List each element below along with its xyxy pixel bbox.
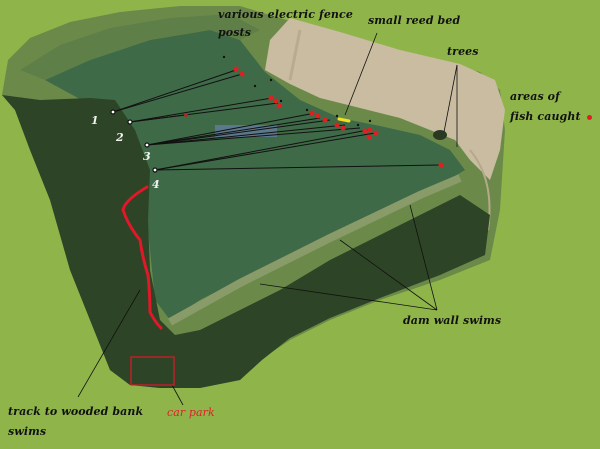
swim-number-1: 1: [91, 114, 99, 127]
label-trees: trees: [447, 45, 479, 58]
fish-caught-markers: [184, 66, 444, 168]
car-park-box: [130, 356, 175, 386]
label-fish-caught: fish caught: [510, 110, 592, 123]
field: [265, 18, 505, 180]
swim-number-2: 2: [116, 131, 124, 144]
swim-markers: [110, 109, 158, 173]
north-bank: [20, 14, 260, 80]
label-reed-bed: small reed bed: [368, 14, 461, 27]
dam-wall-path: [168, 174, 462, 326]
label-fence-posts-line1: various electric fence: [218, 8, 353, 21]
label-car-park: car park: [167, 406, 215, 419]
swim-leader-lines: [112, 69, 441, 171]
field-track: [288, 29, 302, 81]
label-track-line2: swims: [8, 425, 47, 438]
reed-bed: [337, 117, 351, 123]
label-areas-of: areas of: [510, 90, 560, 103]
woodland-west: [2, 95, 490, 388]
annotation-leaders: [77, 32, 458, 406]
trees-cluster: [433, 130, 447, 140]
fish-caught-legend-dot-icon: [586, 114, 592, 120]
lake-water: [45, 30, 465, 320]
fence-posts: [222, 55, 372, 127]
track-to-wooded-bank: [121, 185, 163, 330]
label-fence-posts-line2: posts: [218, 26, 251, 39]
label-track-line1: track to wooded bank: [8, 405, 144, 418]
label-fish-caught-text: fish caught: [510, 110, 581, 123]
label-dam-wall-swims: dam wall swims: [403, 314, 502, 327]
swim-number-4: 4: [152, 178, 160, 191]
swim-number-3: 3: [143, 150, 151, 163]
